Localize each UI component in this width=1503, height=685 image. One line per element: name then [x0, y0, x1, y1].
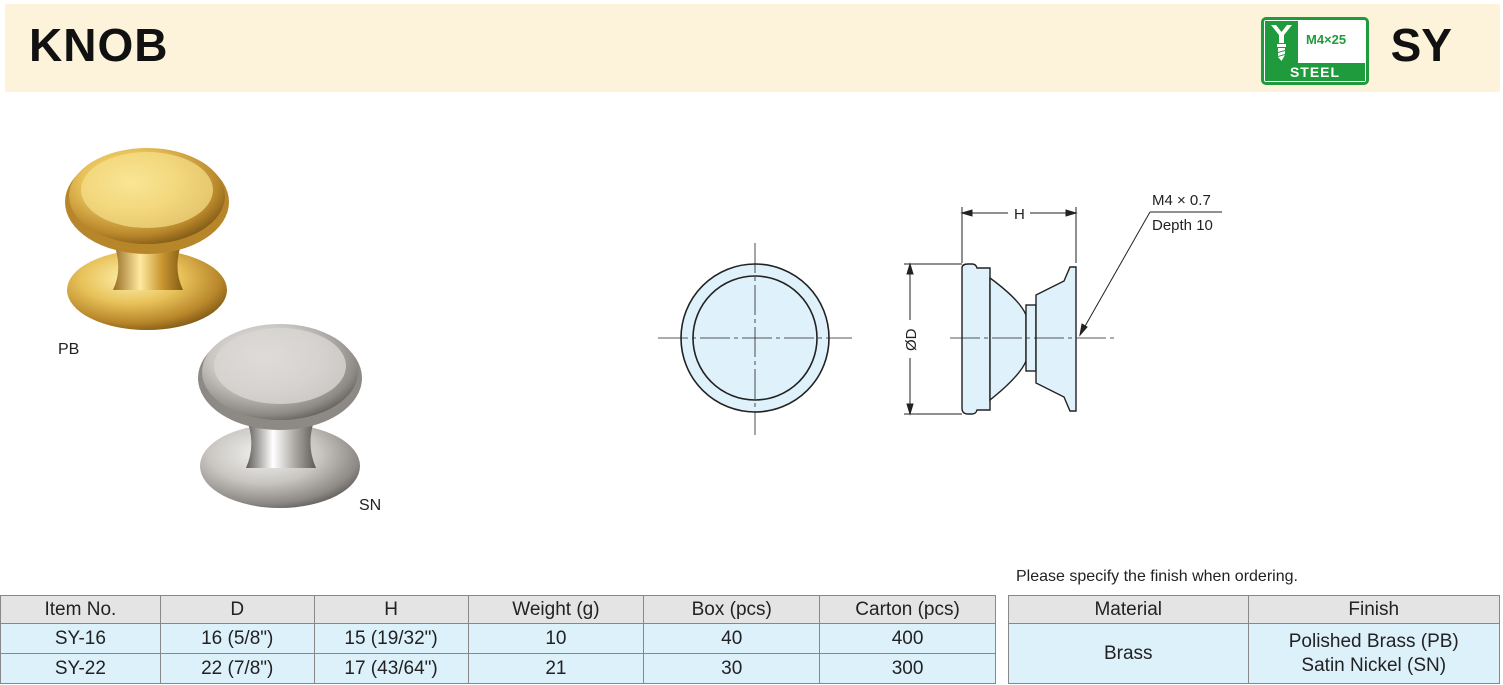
cell-box: 30: [643, 653, 821, 684]
header-d: D: [159, 595, 315, 624]
y-logo-icon: [1265, 21, 1298, 63]
finish-option: Polished Brass (PB): [1288, 630, 1459, 652]
depth-label: Depth 10: [1152, 217, 1213, 234]
steel-screw-badge: M4×25 STEEL: [1261, 17, 1369, 85]
knob-photo-pb: [55, 140, 240, 345]
finish-option: Satin Nickel (SN): [1301, 654, 1447, 676]
ordering-note: Please specify the finish when ordering.: [1016, 568, 1298, 585]
header-material: Material: [1008, 595, 1249, 624]
header-finish: Finish: [1247, 595, 1500, 624]
header-box: Box (pcs): [643, 595, 821, 624]
header-carton: Carton (pcs): [819, 595, 996, 624]
table-header-row: Item No. D H Weight (g) Box (pcs) Carton…: [0, 595, 996, 624]
cell-item-no: SY-16: [0, 623, 161, 654]
finish-table: Material Finish Brass Polished Brass (PB…: [1008, 595, 1500, 684]
table-row: SY-16 16 (5/8") 15 (19/32") 10 40 400: [0, 623, 996, 654]
header-band: KNOB M4×25 STEEL SY: [5, 4, 1500, 92]
table-header-row: Material Finish: [1008, 595, 1500, 624]
dim-h-label: H: [1014, 206, 1025, 223]
cell-carton: 300: [819, 653, 996, 684]
cell-material: Brass: [1008, 623, 1249, 684]
cell-d: 16 (5/8"): [159, 623, 315, 654]
cell-h: 15 (19/32"): [313, 623, 469, 654]
cell-finishes: Polished Brass (PB) Satin Nickel (SN): [1247, 623, 1500, 684]
side-view: [950, 263, 1116, 415]
photo-label-pb: PB: [58, 341, 80, 358]
thread-label: M4 × 0.7: [1152, 192, 1211, 209]
cell-box: 40: [643, 623, 821, 654]
cell-d: 22 (7/8"): [159, 653, 315, 684]
front-view: [658, 243, 852, 435]
header-h: H: [313, 595, 469, 624]
spec-table: Item No. D H Weight (g) Box (pcs) Carton…: [0, 595, 996, 684]
photo-label-sn: SN: [359, 497, 382, 514]
knob-photo-sn: [188, 316, 373, 521]
cell-weight: 10: [467, 623, 645, 654]
steel-label: STEEL: [1265, 63, 1365, 81]
page-title: KNOB: [29, 19, 169, 71]
screw-size-label: M4×25: [1306, 32, 1347, 47]
cell-item-no: SY-22: [0, 653, 161, 684]
cell-carton: 400: [819, 623, 996, 654]
technical-drawing: H ØD M4 × 0.7 Depth 10: [650, 185, 1250, 445]
cell-h: 17 (43/64"): [313, 653, 469, 684]
dim-d-label: ØD: [903, 328, 920, 351]
table-row: SY-22 22 (7/8") 17 (43/64") 21 30 300: [0, 653, 996, 684]
series-code: SY: [1390, 19, 1452, 71]
header-item-no: Item No.: [0, 595, 161, 624]
cell-weight: 21: [467, 653, 645, 684]
table-row: Brass Polished Brass (PB) Satin Nickel (…: [1008, 623, 1500, 684]
header-weight: Weight (g): [467, 595, 645, 624]
